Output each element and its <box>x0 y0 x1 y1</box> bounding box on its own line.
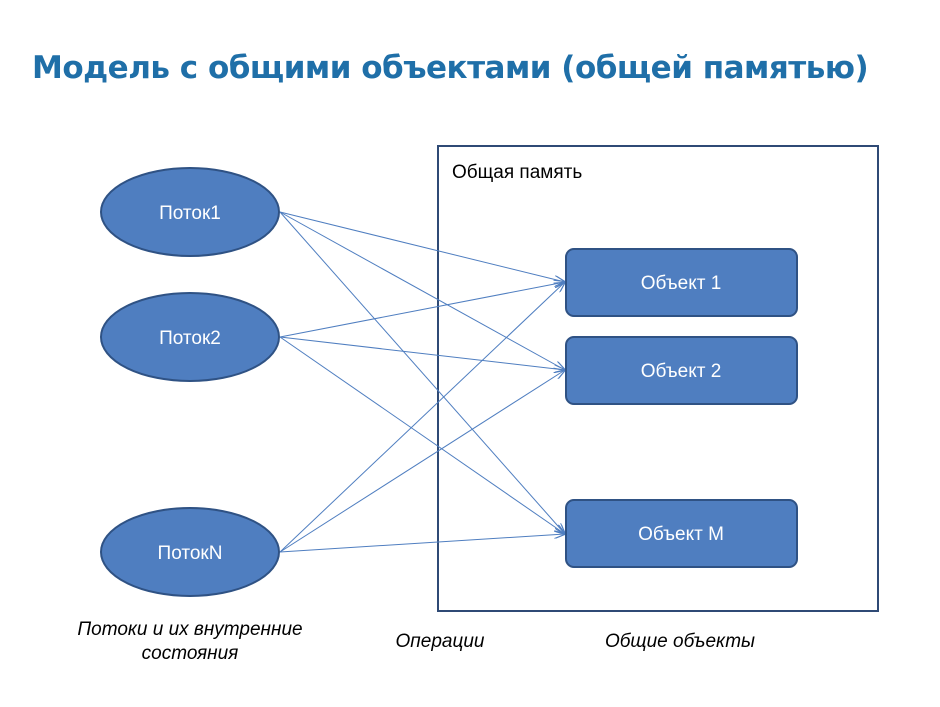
object-label-1: Объект 1 <box>641 273 722 294</box>
arrow-threadN-object2 <box>279 370 565 553</box>
arrow-threadN-objectM <box>279 534 565 553</box>
threads-caption: Потоки и их внутренние состояния <box>77 619 303 664</box>
object-label-m: Объект M <box>638 524 724 545</box>
thread-label-2: Поток2 <box>159 328 221 349</box>
thread-node-1: Поток1 <box>100 167 280 257</box>
arrow-thread2-object2 <box>279 336 565 370</box>
shared-memory-box <box>437 145 879 612</box>
objects-caption: Общие объекты <box>604 631 756 652</box>
arrow-threadN-object1 <box>279 282 565 553</box>
page-title: Модель с общими объектами (общей памятью… <box>32 50 869 86</box>
object-label-2: Объект 2 <box>641 361 722 382</box>
thread-node-n: ПотокN <box>100 507 280 597</box>
thread-node-2: Поток2 <box>100 292 280 382</box>
shared-memory-label: Общая память <box>452 162 582 183</box>
operations-caption: Операции <box>395 631 485 652</box>
arrow-thread2-object1 <box>279 282 565 338</box>
arrow-thread1-object1 <box>279 211 565 282</box>
thread-label-n: ПотокN <box>158 543 223 564</box>
operation-arrows <box>279 211 565 553</box>
arrow-thread1-object2 <box>279 211 565 370</box>
thread-label-1: Поток1 <box>159 203 221 224</box>
arrow-thread2-objectM <box>279 336 565 534</box>
object-node-2: Объект 2 <box>565 336 798 405</box>
object-node-1: Объект 1 <box>565 248 798 317</box>
arrow-thread1-objectM <box>279 211 565 534</box>
object-node-m: Объект M <box>565 499 798 568</box>
